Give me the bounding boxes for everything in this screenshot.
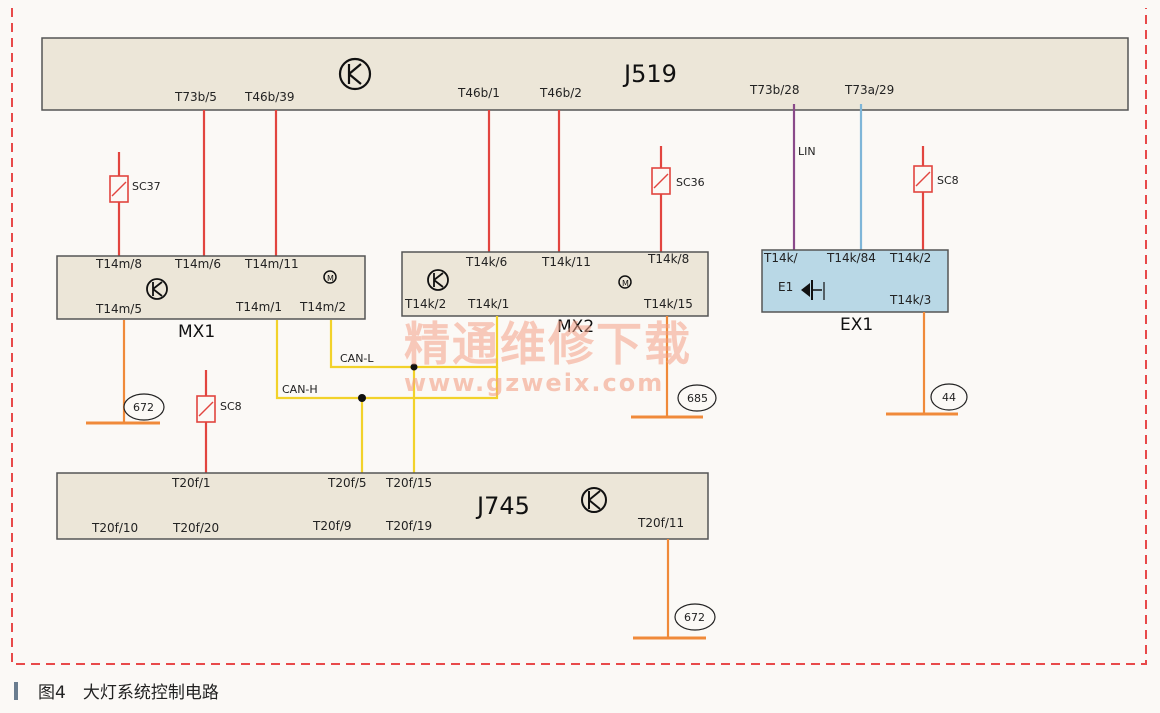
watermark-cn: 精通维修下载 xyxy=(404,317,692,371)
ground-ref-1-label: 672 xyxy=(133,401,154,414)
pin-t14m-2: T14m/2 xyxy=(299,300,346,314)
label-can-l: CAN-L xyxy=(340,352,374,365)
transistor-icon xyxy=(146,278,168,300)
pin-t14k-15: T14k/15 xyxy=(643,297,693,311)
pin-t14k-2-ex1: T14k/2 xyxy=(889,251,931,265)
pin-t20f-1: T20f/1 xyxy=(171,476,211,490)
pin-t20f-19: T20f/19 xyxy=(385,519,432,533)
module-mx1-label: MX1 xyxy=(178,322,215,342)
pin-t14k-6: T14k/6 xyxy=(465,255,507,269)
ground-ref-4-label: 672 xyxy=(684,611,705,624)
transistor-icon xyxy=(581,487,607,513)
ground-ref-1 xyxy=(123,393,165,421)
pin-t20f-10: T20f/10 xyxy=(91,521,138,535)
fuse-sc8-icon xyxy=(913,165,933,193)
module-mx1-box xyxy=(56,255,366,320)
transistor-icon xyxy=(338,57,372,91)
pin-t14m-1: T14m/1 xyxy=(235,300,282,314)
junction-can-l xyxy=(410,363,418,371)
pin-t73b-5: T73b/5 xyxy=(174,90,217,104)
caption-bar xyxy=(14,682,18,700)
pin-t14k-3: T14k/3 xyxy=(889,293,931,307)
pin-t14k-84: T14k/84 xyxy=(826,251,876,265)
pin-t20f-20: T20f/20 xyxy=(172,521,219,535)
fuse-sc36-label: SC36 xyxy=(676,176,705,189)
module-j519-box xyxy=(41,37,1129,111)
svg-text:M: M xyxy=(622,279,629,288)
switch-icon xyxy=(801,280,825,300)
ground-ref-3-label: 44 xyxy=(942,391,956,404)
dashed-border xyxy=(11,8,1147,665)
module-j745-box xyxy=(56,472,709,540)
pin-t46b-39: T46b/39 xyxy=(244,90,295,104)
label-can-h: CAN-H xyxy=(282,383,318,396)
module-mx2-box xyxy=(401,251,709,317)
figure-caption: 图4 大灯系统控制电路 xyxy=(38,683,219,703)
fuse-sc8-label: SC8 xyxy=(937,174,959,187)
label-lin: LIN xyxy=(798,145,816,158)
ground-ref-2 xyxy=(677,384,717,412)
junction-can-h xyxy=(358,394,366,402)
pin-t14m-5: T14m/5 xyxy=(95,302,142,316)
ground-ref-2-label: 685 xyxy=(687,392,708,405)
pin-t20f-11: T20f/11 xyxy=(637,516,684,530)
fuse-sc37-label: SC37 xyxy=(132,180,161,193)
pin-t20f-5: T20f/5 xyxy=(327,476,367,490)
pin-t20f-15: T20f/15 xyxy=(385,476,432,490)
ground-ref-3 xyxy=(930,383,968,411)
pin-t20f-9: T20f/9 xyxy=(312,519,352,533)
module-j745-label: J745 xyxy=(475,492,530,520)
fuse-sc8-j745-icon xyxy=(196,395,216,423)
watermark-url: www.gzweix.com xyxy=(404,369,664,397)
pin-t14k-ex1-a: T14k/ xyxy=(763,251,799,265)
pin-t14k-11: T14k/11 xyxy=(541,255,591,269)
pin-t14m-6: T14m/6 xyxy=(174,257,221,271)
pin-t14k-1: T14k/1 xyxy=(467,297,509,311)
module-ex1-box xyxy=(761,249,949,313)
svg-text:M: M xyxy=(327,274,334,283)
pin-t14m-8: T14m/8 xyxy=(95,257,142,271)
fuse-sc36-icon xyxy=(651,167,671,195)
pin-t14m-11: T14m/11 xyxy=(244,257,299,271)
motor-icon: M xyxy=(618,275,632,289)
pin-t46b-1: T46b/1 xyxy=(457,86,500,100)
ground-ref-4 xyxy=(674,603,716,631)
module-mx2-label: MX2 xyxy=(557,317,594,337)
transistor-icon xyxy=(427,269,449,291)
pin-t73b-28: T73b/28 xyxy=(749,83,800,97)
motor-icon: M xyxy=(323,270,337,284)
module-ex1-label: EX1 xyxy=(840,315,873,335)
fuse-sc8-j745-label: SC8 xyxy=(220,400,242,413)
pin-t14k-8: T14k/8 xyxy=(647,252,689,266)
pin-t14k-2: T14k/2 xyxy=(404,297,446,311)
fuse-sc37-icon xyxy=(109,175,129,203)
ex1-inner-e1: E1 xyxy=(778,280,793,294)
pin-t46b-2: T46b/2 xyxy=(539,86,582,100)
module-j519-label: J519 xyxy=(622,60,677,88)
pin-t73a-29: T73a/29 xyxy=(844,83,894,97)
